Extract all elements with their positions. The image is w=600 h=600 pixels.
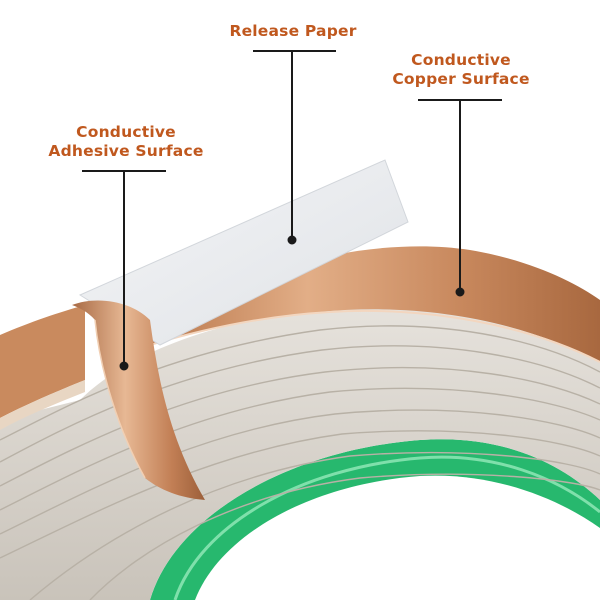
release-paper-label: Release Paper [218, 22, 368, 41]
adhesive-surface-label: Conductive Adhesive Surface [38, 123, 214, 161]
copper-curl-strip [72, 300, 205, 500]
adhesive-surface-label-line1: Conductive [76, 123, 176, 141]
core-ring-highlight [173, 455, 600, 600]
adhesive-surface-label-line2: Adhesive Surface [48, 142, 204, 160]
copper-surface-label-line2: Copper Surface [392, 70, 530, 88]
copper-surface-edge [149, 309, 600, 363]
release-paper-label-line1: Release Paper [229, 22, 357, 40]
copper-surface-label: Conductive Copper Surface [382, 51, 540, 89]
tape-layer-lines [0, 325, 600, 600]
copper-left-edge [0, 305, 85, 418]
leader-lines [82, 50, 502, 371]
core-ring-inner [195, 475, 600, 600]
copper-surface-label-line1: Conductive [411, 51, 511, 69]
